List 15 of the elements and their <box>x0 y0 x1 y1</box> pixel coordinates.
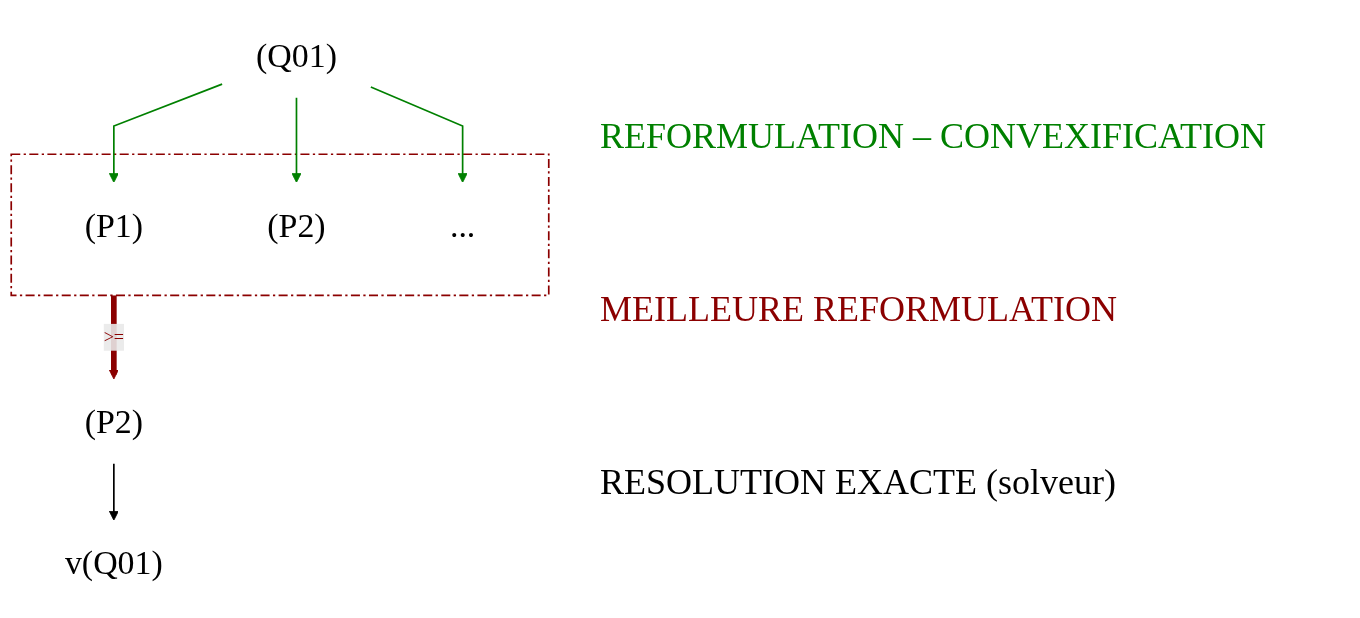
node-text: v(Q01) <box>64 543 163 582</box>
cluster <box>10 153 550 297</box>
annotation-text: MEILLEURE REFORMULATION <box>600 288 1118 330</box>
arrow <box>291 96 302 183</box>
arrow <box>370 86 468 183</box>
node-text: (P2) <box>267 206 326 244</box>
node-text: ... <box>449 206 476 244</box>
arrow <box>108 462 119 521</box>
edge-label: >= <box>103 327 125 347</box>
arrow <box>108 83 223 183</box>
node-text: (Q01) <box>256 36 337 75</box>
node-text: (P2) <box>84 402 144 441</box>
annotation-text: REFORMULATION – CONVEXIFICATION <box>600 114 1267 157</box>
annotation-text: RESOLUTION EXACTE (solveur) <box>600 461 1117 504</box>
node-text: (P1) <box>84 206 144 244</box>
